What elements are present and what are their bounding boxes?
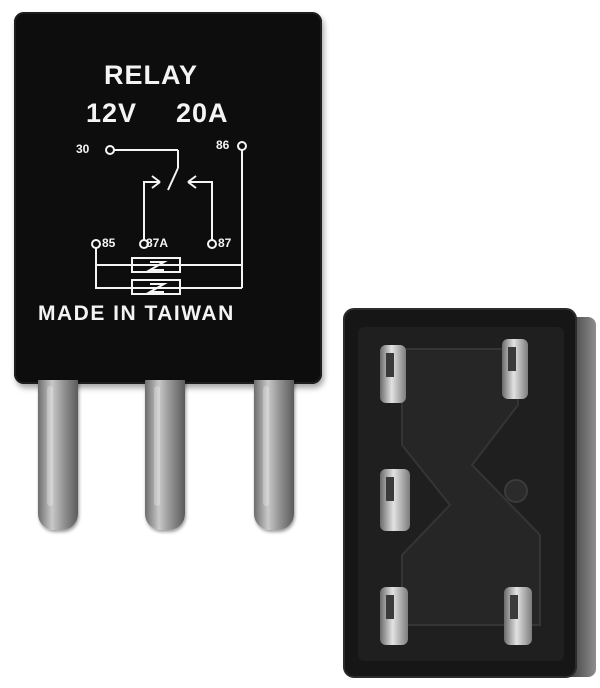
- pin-87-label: 87: [218, 236, 232, 250]
- relay-bottom-view: [340, 305, 600, 683]
- origin-label: MADE IN TAIWAN: [38, 302, 235, 325]
- relay-bottom-illustration: [343, 308, 596, 678]
- relay-schematic-diagram: [91, 141, 247, 295]
- pin-85-terminal-dot: [91, 239, 101, 249]
- pin-30-label: 30: [76, 142, 90, 156]
- relay-title: RELAY: [104, 60, 199, 90]
- pin-30-terminal-dot: [105, 145, 115, 155]
- relay-front-view: RELAY 12V 20A: [0, 0, 340, 545]
- relay-housing: [14, 12, 322, 384]
- pin-87a-label: 87A: [146, 236, 169, 250]
- pin-86-terminal-dot: [237, 141, 247, 151]
- pin-85-label: 85: [102, 236, 116, 250]
- pin-87a-terminal-dot: [139, 239, 149, 249]
- pin-87-terminal-dot: [207, 239, 217, 249]
- current-rating: 20A: [176, 98, 229, 128]
- pin-86-label: 86: [216, 138, 230, 152]
- terminal-blade: [254, 380, 294, 530]
- terminal-blade: [145, 380, 185, 530]
- voltage-rating: 12V: [86, 98, 138, 128]
- terminal-blade: [38, 380, 78, 530]
